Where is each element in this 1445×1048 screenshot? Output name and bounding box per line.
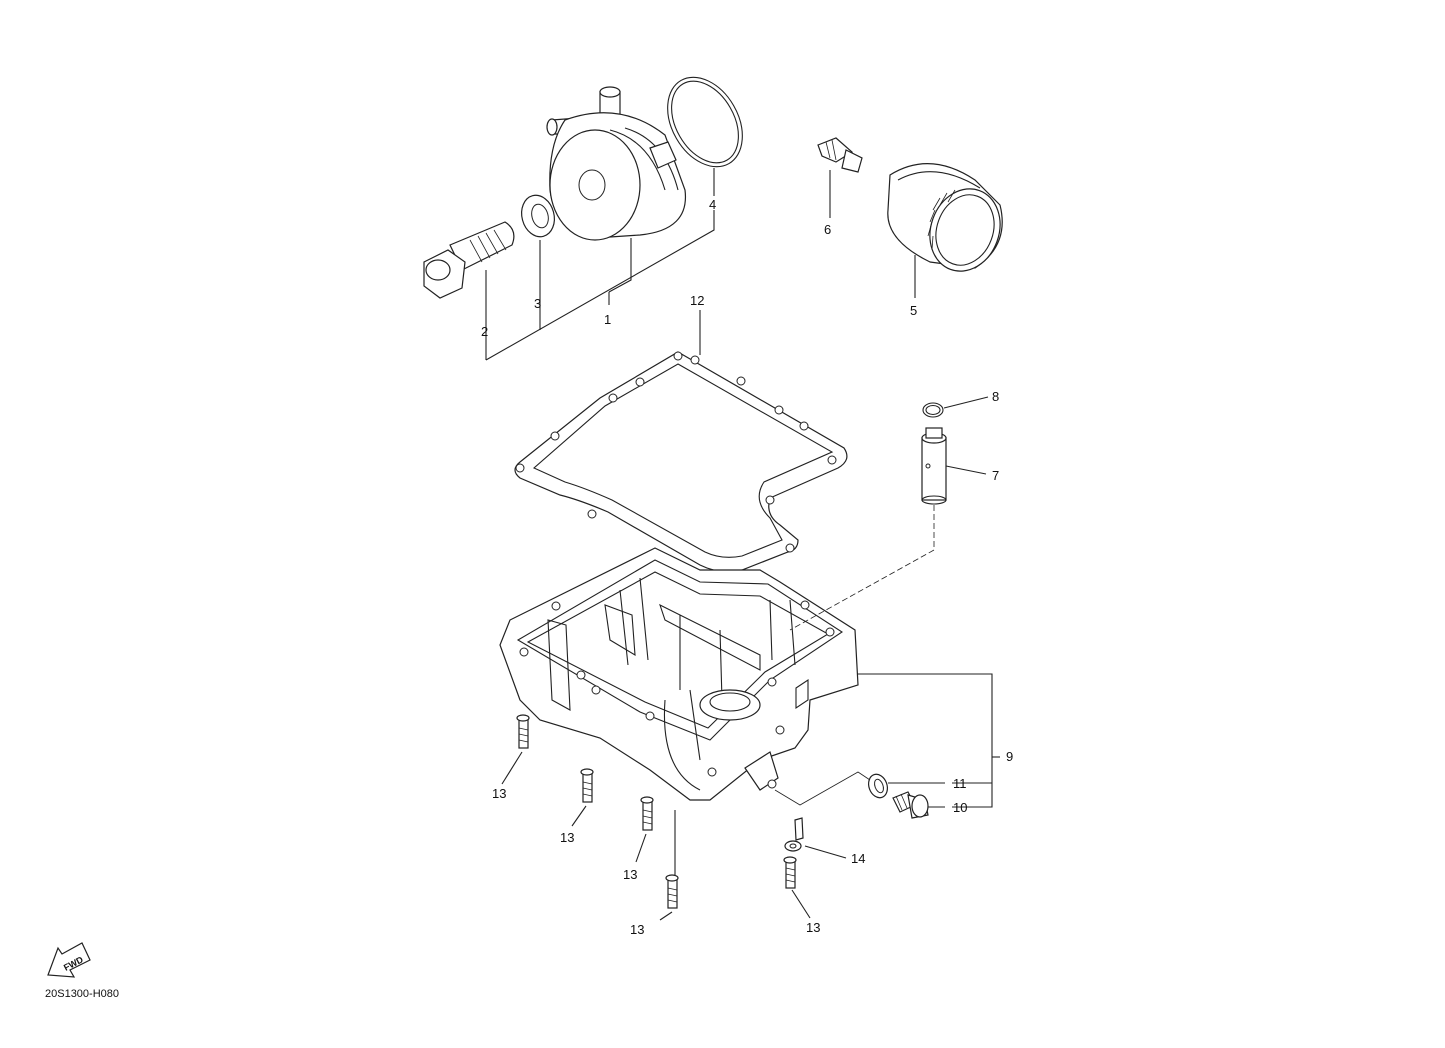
oil-filter[interactable] [887,163,1012,281]
washer[interactable] [517,192,559,241]
callout-10: 10 [953,800,967,815]
callout-4: 4 [709,197,716,212]
callout-5: 5 [910,303,917,318]
callout-13c: 13 [623,867,637,882]
stud-bolt[interactable] [817,137,863,173]
callout-13a: 13 [492,786,506,801]
callout-13e: 13 [806,920,820,935]
callout-13b: 13 [560,830,574,845]
callouts: 1 2 3 4 5 6 7 8 9 10 11 12 13 13 13 13 1… [481,197,1013,937]
leader-lines [485,168,1000,921]
callout-8: 8 [992,389,999,404]
oil-cooler[interactable] [546,86,687,241]
callout-9: 9 [1006,749,1013,764]
callout-7: 7 [992,468,999,483]
callout-11: 11 [953,776,967,791]
oil-pan[interactable] [499,547,859,801]
bolt-13d[interactable] [665,874,679,909]
bolt-13a[interactable] [516,714,530,749]
callout-14: 14 [851,851,865,866]
bolt-13b[interactable] [580,768,594,803]
callout-13d: 13 [630,922,644,937]
callout-3: 3 [534,296,541,311]
callout-1: 1 [604,312,611,327]
callout-2: 2 [481,324,488,339]
fwd-arrow-icon: FWD [47,942,91,978]
drain-washer[interactable] [865,772,890,801]
bolt-13c[interactable] [640,796,654,831]
oil-pipe[interactable] [921,427,947,505]
drain-bolt[interactable] [892,791,929,819]
bolt-13e[interactable] [783,856,797,889]
callout-12: 12 [690,293,704,308]
diagram-code: 20S1300-H080 [45,988,119,1000]
o-ring[interactable] [652,64,757,180]
bracket[interactable] [784,817,804,852]
pipe-o-ring[interactable] [922,402,944,418]
oil-pan-gasket[interactable] [514,351,848,580]
callout-6: 6 [824,222,831,237]
union-bolt[interactable] [423,221,515,299]
